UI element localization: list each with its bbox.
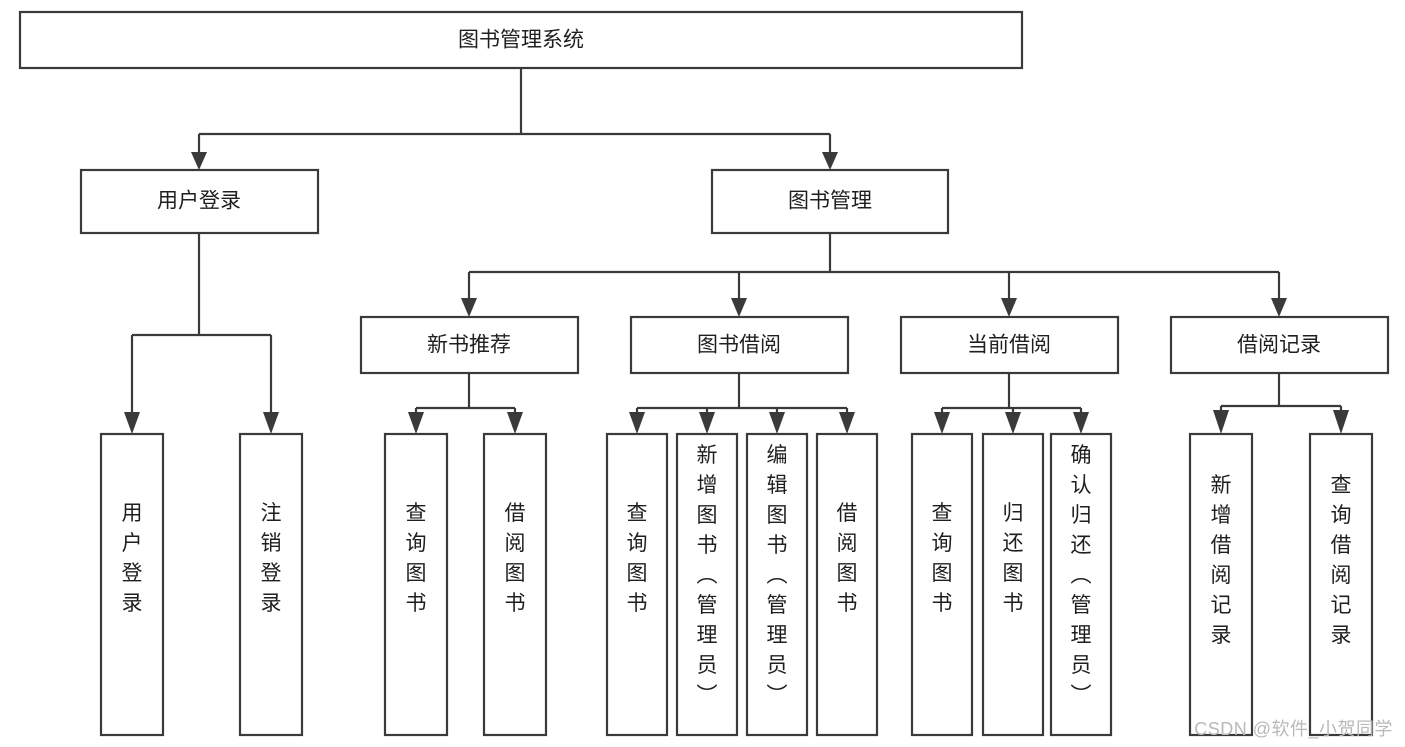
node-label-leaf-borrow-book-recommend: 借阅图书 (505, 502, 526, 615)
arrow-head-icon (769, 412, 785, 434)
arrow-head-icon (191, 152, 207, 170)
node-box-leaf-borrow-book[interactable] (815, 432, 879, 737)
node-box-root[interactable] (18, 10, 1024, 70)
arrow-head-icon (1005, 412, 1021, 434)
node-current-borrow[interactable]: 当前借阅 (899, 315, 1120, 375)
arrow-head-icon (934, 412, 950, 434)
node-label-leaf-user-login: 用户登录 (122, 502, 143, 615)
node-leaf-query-book[interactable]: 查询图书 (605, 432, 669, 737)
node-leaf-add-borrow-record[interactable]: 新增借阅记录 (1188, 432, 1254, 737)
node-leaf-confirm-return-admin[interactable]: 确认归还︵管理员︶ (1049, 432, 1113, 737)
node-user-login[interactable]: 用户登录 (79, 168, 320, 235)
node-label-leaf-edit-book-admin: 编辑图书︵管理员︶ (767, 444, 788, 707)
node-box-leaf-logout[interactable] (238, 432, 304, 737)
node-leaf-query-borrow-record[interactable]: 查询借阅记录 (1308, 432, 1374, 737)
arrow-head-icon (731, 298, 747, 317)
node-borrow-records[interactable]: 借阅记录 (1169, 315, 1390, 375)
node-box-leaf-query-book-recommend[interactable] (383, 432, 449, 737)
node-label-leaf-return-book: 归还图书 (1003, 502, 1024, 615)
node-box-borrow-records[interactable] (1169, 315, 1390, 375)
node-label-root: 图书管理系统 (458, 29, 584, 52)
connector-books-to-level3 (461, 233, 1287, 317)
node-box-leaf-confirm-return-admin[interactable] (1049, 432, 1113, 737)
node-box-leaf-user-login[interactable] (99, 432, 165, 737)
arrow-head-icon (1213, 410, 1229, 434)
node-leaf-borrow-book[interactable]: 借阅图书 (815, 432, 879, 737)
arrow-head-icon (507, 412, 523, 434)
node-box-leaf-add-book-admin[interactable] (675, 432, 739, 737)
node-leaf-add-book-admin[interactable]: 新增图书︵管理员︶ (675, 432, 739, 737)
arrow-head-icon (263, 412, 279, 434)
node-label-leaf-confirm-return-admin: 确认归还︵管理员︶ (1071, 444, 1092, 707)
node-label-book-management: 图书管理 (788, 190, 872, 213)
node-label-leaf-add-book-admin: 新增图书︵管理员︶ (697, 444, 718, 707)
node-new-book-recommend[interactable]: 新书推荐 (359, 315, 580, 375)
node-box-book-borrow[interactable] (629, 315, 850, 375)
node-leaf-borrow-book-recommend[interactable]: 借阅图书 (482, 432, 548, 737)
node-label-leaf-query-book-current: 查询图书 (932, 502, 953, 615)
node-box-leaf-borrow-book-recommend[interactable] (482, 432, 548, 737)
arrow-head-icon (629, 412, 645, 434)
node-label-leaf-query-borrow-record: 查询借阅记录 (1331, 474, 1352, 647)
node-box-book-management[interactable] (710, 168, 950, 235)
arrow-head-icon (839, 412, 855, 434)
node-box-leaf-query-book[interactable] (605, 432, 669, 737)
connector-login-to-leaves (124, 233, 279, 434)
arrow-head-icon (461, 298, 477, 317)
node-leaf-user-login[interactable]: 用户登录 (99, 432, 165, 737)
node-box-leaf-add-borrow-record[interactable] (1188, 432, 1254, 737)
arrow-head-icon (1333, 410, 1349, 434)
arrow-head-icon (1073, 412, 1089, 434)
arrow-head-icon (1271, 298, 1287, 317)
node-label-leaf-logout: 注销登录 (261, 502, 282, 615)
arrow-head-icon (1001, 298, 1017, 317)
connector-root-to-level2 (191, 68, 838, 170)
connector-records-to-leaves (1213, 373, 1349, 434)
node-leaf-query-book-recommend[interactable]: 查询图书 (383, 432, 449, 737)
connector-newbooks-to-leaves (408, 373, 523, 434)
node-label-leaf-add-borrow-record: 新增借阅记录 (1211, 474, 1232, 647)
node-box-user-login[interactable] (79, 168, 320, 235)
node-root-system[interactable]: 图书管理系统 (18, 10, 1024, 70)
arrow-head-icon (408, 412, 424, 434)
arrow-head-icon (124, 412, 140, 434)
node-label-user-login: 用户登录 (157, 190, 241, 213)
connector-borrow-to-leaves (629, 373, 855, 434)
node-label-borrow-records: 借阅记录 (1237, 334, 1321, 357)
arrow-head-icon (699, 412, 715, 434)
node-label-leaf-query-book-recommend: 查询图书 (406, 502, 427, 615)
node-label-book-borrow: 图书借阅 (697, 334, 781, 357)
node-book-management[interactable]: 图书管理 (710, 168, 950, 235)
node-book-borrow[interactable]: 图书借阅 (629, 315, 850, 375)
node-label-current-borrow: 当前借阅 (967, 334, 1051, 357)
node-box-leaf-edit-book-admin[interactable] (745, 432, 809, 737)
node-box-leaf-query-borrow-record[interactable] (1308, 432, 1374, 737)
node-box-leaf-query-book-current[interactable] (910, 432, 974, 737)
node-leaf-return-book[interactable]: 归还图书 (981, 432, 1045, 737)
node-box-new-book-recommend[interactable] (359, 315, 580, 375)
arrow-head-icon (822, 152, 838, 170)
node-leaf-logout[interactable]: 注销登录 (238, 432, 304, 737)
node-leaf-query-book-current[interactable]: 查询图书 (910, 432, 974, 737)
node-leaf-edit-book-admin[interactable]: 编辑图书︵管理员︶ (745, 432, 809, 737)
node-box-current-borrow[interactable] (899, 315, 1120, 375)
node-label-leaf-borrow-book: 借阅图书 (837, 502, 858, 615)
node-label-leaf-query-book: 查询图书 (627, 502, 648, 615)
connector-current-to-leaves (934, 373, 1089, 434)
node-box-leaf-return-book[interactable] (981, 432, 1045, 737)
node-label-new-book-recommend: 新书推荐 (427, 334, 511, 357)
